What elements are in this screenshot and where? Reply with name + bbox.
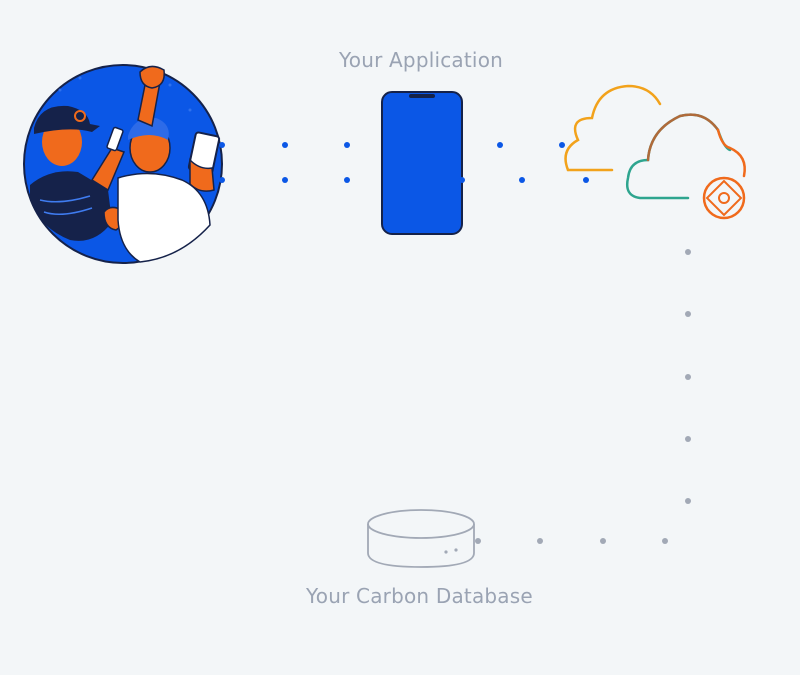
- database-icon: [367, 509, 475, 568]
- phone-icon: [381, 91, 463, 235]
- connector-users-to-app: [219, 142, 350, 183]
- connector-app-to-cloud: [459, 142, 589, 183]
- database-label: Your Carbon Database: [306, 584, 533, 608]
- cloud-icon: [564, 84, 746, 220]
- users-icon: [23, 64, 223, 264]
- application-label: Your Application: [339, 48, 504, 72]
- connector-cloud-to-database: [475, 249, 691, 544]
